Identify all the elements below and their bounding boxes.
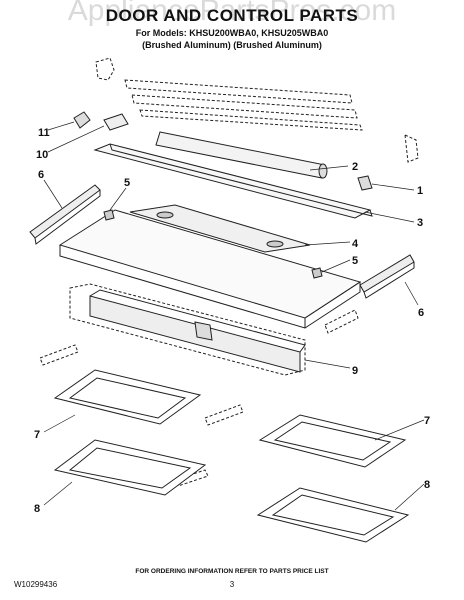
part-7-filter-right [258,414,407,468]
callout-2: 2 [352,161,358,173]
part-5-clip-upper [103,209,115,221]
callout-8-left: 8 [34,503,40,515]
part-10-cylinder [103,113,129,131]
top-rail-group [124,79,363,131]
callout-7-right: 7 [424,415,430,427]
callout-8-right: 8 [424,479,430,491]
ordering-note: FOR ORDERING INFORMATION REFER TO PARTS … [135,568,329,575]
callout-6-left: 6 [38,169,44,181]
part-5-clip-lower [311,267,323,279]
part-8-filter-right [256,487,410,543]
bracket-mid-dashed [204,404,244,426]
callout-7-left: 7 [34,429,40,441]
callout-3: 3 [417,217,423,229]
callout-9: 9 [352,365,358,377]
top-bracket-left [95,57,115,81]
callout-4: 4 [352,238,359,250]
models-subtitle: For Models: KHSU200WBA0, KHSU205WBA0 [135,28,329,38]
part-9-control-assembly [69,283,306,376]
callout-10: 10 [36,149,48,161]
callout-5-lower: 5 [352,255,358,267]
bracket-left-dashed [39,344,79,366]
part-9-center-bracket [194,321,213,341]
callout-11: 11 [38,127,50,139]
part-1-clip [357,175,373,191]
page-number: 3 [229,580,235,589]
page-title: DOOR AND CONTROL PARTS [105,6,359,25]
part-11-clip [73,111,91,129]
bracket-right-dashed [324,309,359,334]
part-7-filter-left [53,369,202,425]
callout-5-upper: 5 [124,177,130,189]
top-bracket-right [404,134,419,163]
callout-6-right: 6 [418,307,424,319]
document-number: W10299436 [14,580,58,589]
finish-subtitle: (Brushed Aluminum) (Brushed Aluminum) [142,40,322,50]
part-8-filter-left [53,439,207,496]
callout-1: 1 [417,185,423,197]
